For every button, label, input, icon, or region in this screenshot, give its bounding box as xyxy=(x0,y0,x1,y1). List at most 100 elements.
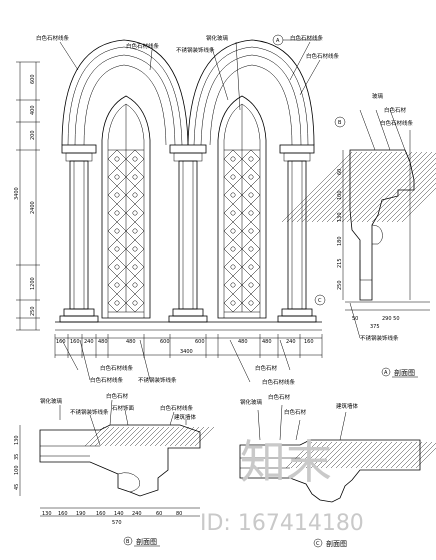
column-right xyxy=(277,144,317,323)
lattice-diamond xyxy=(223,275,243,295)
lattice-rosette xyxy=(114,174,120,180)
watermark-logo-text: 知末 xyxy=(240,435,332,489)
dim-b-9: 480 xyxy=(262,339,272,345)
dim-sec-b-v1: 130 xyxy=(14,435,20,445)
dim-sec-a-2: 100 xyxy=(337,190,343,200)
lattice-rosette xyxy=(248,282,254,288)
column-left xyxy=(59,144,99,323)
dim-v-1: 600 xyxy=(30,74,36,84)
callout-top-left: 白色石材线条 xyxy=(36,34,70,42)
section-c: 钢化玻璃 白色石材 白色石材 建筑墙体 C 剖面图 xyxy=(239,393,436,548)
lattice-diamond xyxy=(107,221,127,241)
section-title-b-num: B xyxy=(126,539,130,545)
callout-top-mid-b: 不锈钢装饰线条 xyxy=(176,46,215,54)
lattice-rosette xyxy=(230,192,236,198)
section-title-c: 剖面图 xyxy=(326,539,347,548)
callout-top-glass: 钢化玻璃 xyxy=(206,34,229,42)
lattice-rosette xyxy=(248,192,254,198)
lattice-diamond xyxy=(223,185,243,205)
lattice-rosette xyxy=(230,174,236,180)
callout-sec3-wall: 建筑墙体 xyxy=(336,402,359,410)
section-title-a-num: A xyxy=(384,370,388,376)
dim-v-5: 1200 xyxy=(30,277,36,290)
lattice-diamond xyxy=(125,167,145,187)
lattice-rosette xyxy=(114,192,120,198)
dim-sec-b-7: 60 xyxy=(156,511,162,517)
dim-v-2: 400 xyxy=(30,105,36,115)
lattice-rosette xyxy=(114,282,120,288)
lattice-diamond xyxy=(125,185,145,205)
callout-sec3-c: 白色石材 xyxy=(284,408,307,416)
dim-b-5: 480 xyxy=(126,339,136,345)
lattice-diamond xyxy=(107,185,127,205)
dim-sec-a-5: 215 xyxy=(337,258,343,268)
section-a: 白色石材 玻璃 白色石材线条 60 100 130 180 215 250 50… xyxy=(281,92,436,378)
dim-sec-a-4: 180 xyxy=(337,236,343,246)
watermark-id: ID: 167414180 xyxy=(200,511,364,536)
lattice-rosette xyxy=(114,264,120,270)
lattice-diamond xyxy=(241,167,261,187)
callout-sec3-a: 钢化玻璃 xyxy=(240,398,263,406)
lattice-rosette xyxy=(114,210,120,216)
dim-v-4: 2400 xyxy=(30,201,36,214)
lattice-left xyxy=(108,104,144,313)
lattice-diamond xyxy=(241,257,261,277)
lattice-diamond xyxy=(241,275,261,295)
section-title-a-marker xyxy=(381,367,391,377)
section-marker-b xyxy=(334,116,346,128)
section-title-c-marker xyxy=(313,538,323,548)
lattice-diamond xyxy=(223,293,243,313)
section-b: 130 35 100 45 钢化玻璃 白色石材 石材饰面 白色石材线条 建筑墙体… xyxy=(14,392,215,547)
lattice-rosette xyxy=(114,246,120,252)
lattice-rosette xyxy=(230,228,236,234)
lattice-diamond xyxy=(241,203,261,223)
lattice-diamond xyxy=(241,149,261,169)
callout-bottom-mid: 不锈钢装饰线条 xyxy=(138,376,177,384)
callout-sec2-c: 白色石材线条 xyxy=(160,404,194,412)
callout-right-lens: 玻璃 xyxy=(372,92,384,100)
section-title-b-marker xyxy=(123,536,133,546)
lattice-rosette xyxy=(248,174,254,180)
lattice-diamond xyxy=(125,257,145,277)
lattice-rosette xyxy=(114,156,120,162)
dim-sec-b-3: 190 xyxy=(76,511,86,517)
lattice-rosette xyxy=(248,246,254,252)
lattice-diamond xyxy=(223,203,243,223)
dim-sec-b-v3: 100 xyxy=(14,465,20,475)
lattice-rosette xyxy=(132,300,138,306)
section-title-b: 剖面图 xyxy=(136,537,157,546)
lattice-diamond xyxy=(223,221,243,241)
callout-sec2-line: 不锈钢装饰线条 xyxy=(70,408,109,416)
lattice-diamond xyxy=(241,293,261,313)
lattice-diamond xyxy=(125,203,145,223)
dim-sec-b-1: 130 xyxy=(42,511,52,517)
dim-total-height: 3400 xyxy=(14,187,20,200)
dim-sec-a-6: 250 xyxy=(337,280,343,290)
lattice-diamond xyxy=(241,239,261,259)
lattice-rosette xyxy=(248,300,254,306)
dim-sec-a-3: 130 xyxy=(337,212,343,222)
dim-b-7: 600 xyxy=(195,339,205,345)
dim-sec-a-1: 60 xyxy=(337,169,343,175)
dim-b-11: 160 xyxy=(304,339,314,345)
dim-v-6: 250 xyxy=(30,306,36,316)
lattice-rosette xyxy=(248,156,254,162)
dim-b-4: 480 xyxy=(98,339,108,345)
lattice-rosette xyxy=(230,246,236,252)
callout-bottom-left-b: 白色石材线条 xyxy=(90,376,124,384)
dim-bottom-total: 3400 xyxy=(180,349,193,355)
callout-bottom-left-a: 白色石材线条 xyxy=(100,364,134,372)
callout-top-right-a: 白色石材线条 xyxy=(290,34,324,42)
callout-sec2-wall: 建筑墙体 xyxy=(174,413,197,421)
lattice-rosette xyxy=(248,210,254,216)
lattice-diamond xyxy=(107,275,127,295)
dim-sec-b-v4: 45 xyxy=(14,484,20,490)
lattice-diamonds-right xyxy=(223,149,261,313)
lattice-right xyxy=(224,104,260,313)
lattice-rosette xyxy=(132,210,138,216)
section-marker-a-label: A xyxy=(276,38,280,44)
lattice-rosette xyxy=(132,174,138,180)
section-marker-b-label: B xyxy=(338,120,342,126)
callout-right-ext2: 白色石材线条 xyxy=(380,119,414,127)
